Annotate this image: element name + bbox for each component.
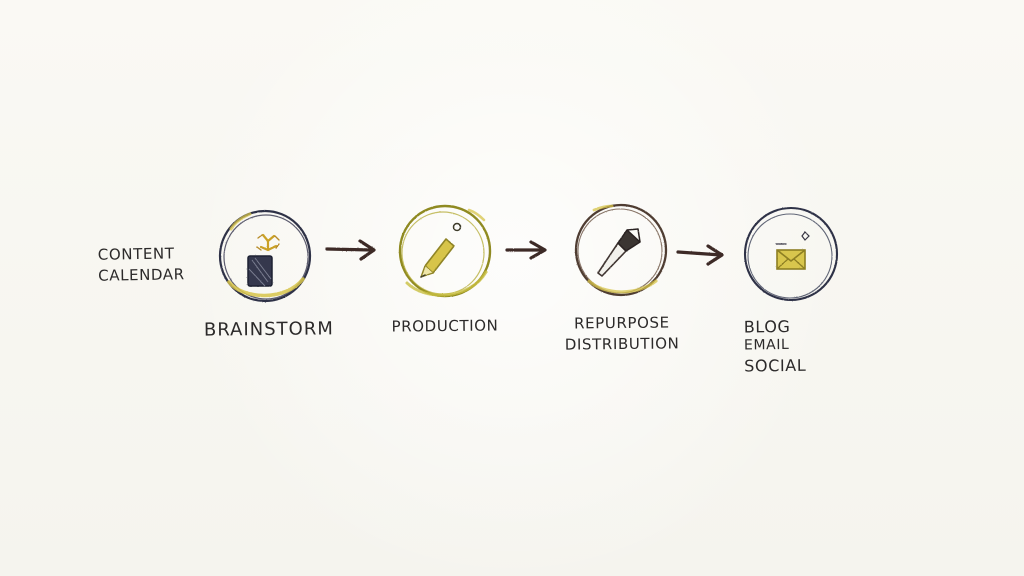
blog-text: BLOG [743, 316, 791, 337]
content-calendar-line-1: CONTENT [97, 244, 175, 264]
arrow-brainstorm-to-production [325, 239, 376, 261]
repurpose-text: REPURPOSE [573, 313, 670, 333]
production-text: PRODUCTION [391, 316, 499, 336]
content-calendar-line-2: CALENDAR [98, 265, 185, 286]
arrow-production-to-repurpose [505, 240, 547, 260]
step-label-repurpose-distribution: REPURPOSE DISTRIBUTION [560, 314, 684, 354]
step-label-production: PRODUCTION [382, 316, 508, 336]
content-calendar-label: CONTENT CALENDAR [97, 244, 185, 286]
fountain-pen-icon [597, 228, 641, 277]
envelope-icon [775, 231, 810, 270]
social-text: SOCIAL [744, 356, 807, 376]
step-label-brainstorm: BRAINSTORM [203, 318, 334, 341]
step-circle-repurpose-distribution [574, 203, 668, 297]
brainstorm-phone-idea-icon [247, 233, 280, 287]
step-circle-channels [743, 206, 839, 302]
brainstorm-text: BRAINSTORM [203, 318, 334, 341]
step-circle-brainstorm [218, 209, 312, 303]
arrow-repurpose-to-channels [676, 244, 724, 266]
email-text: EMAIL [743, 337, 790, 354]
pencil-icon [420, 222, 462, 278]
step-label-channels: BLOG EMAIL SOCIAL [743, 316, 831, 377]
step-circle-production [398, 204, 492, 298]
distribution-text: DISTRIBUTION [564, 334, 680, 354]
